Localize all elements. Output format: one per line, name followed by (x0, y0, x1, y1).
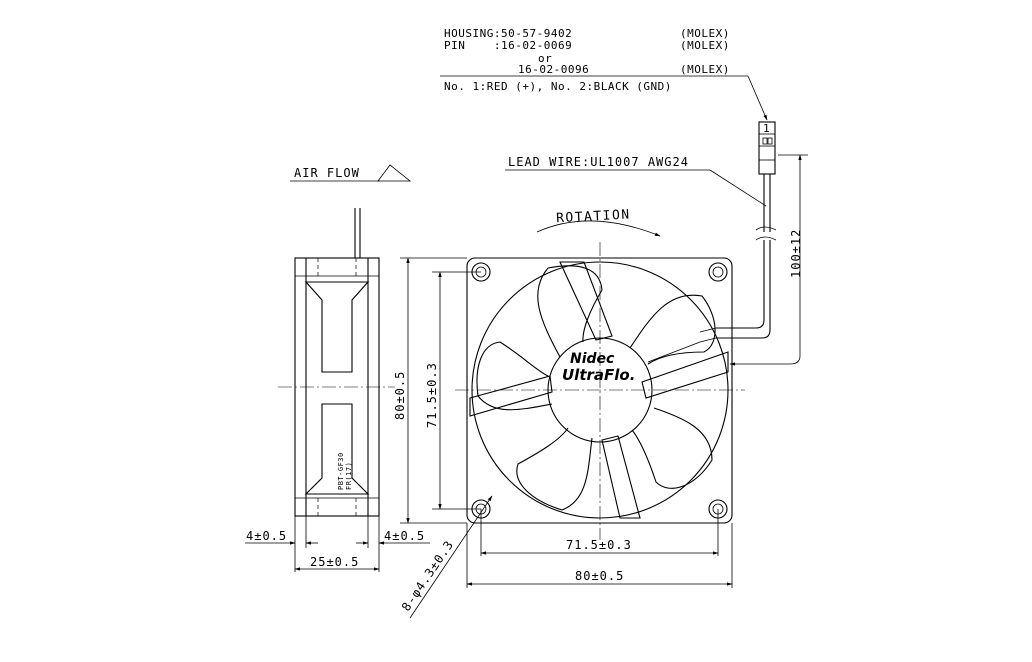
connector-housing (758, 121, 776, 175)
lead-wire-b (716, 174, 771, 339)
wire-break (755, 226, 777, 241)
pin-spec: PIN :16-02-0069 (444, 39, 572, 52)
logo-nidec: Nidec (570, 351, 615, 367)
lead-wire-leader (709, 169, 767, 207)
hole-callout: 8-φ4.3±0.3 (399, 538, 457, 614)
connector-leader (747, 75, 768, 121)
wiring-spec: No. 1:RED (+), No. 2:BLACK (GND) (444, 80, 672, 93)
pin-alt-spec: 16-02-0096 (518, 63, 589, 76)
housing-spec: HOUSING:50-57-9402 (444, 27, 572, 40)
material-label-1: PBT-GF30 (337, 452, 345, 490)
air-flow-arrow (377, 164, 412, 182)
width-outer-dim: 80±0.5 (575, 569, 624, 583)
connector-pin-number: 1 (763, 122, 770, 135)
height-holes-dim: 71.5±0.3 (425, 362, 439, 428)
height-outer-dim: 80±0.5 (393, 371, 407, 420)
frame-spokes (469, 261, 729, 519)
flange-right-dim: 4±0.5 (384, 529, 425, 543)
rotation-label: ROTATION (556, 207, 631, 226)
logo-ultraflo: UltraFlo. (562, 366, 635, 384)
pin-maker: (MOLEX) (680, 39, 730, 52)
or-text: or (538, 52, 552, 65)
fan-blades (476, 265, 716, 511)
housing-maker: (MOLEX) (680, 27, 730, 40)
depth-dim: 25±0.5 (310, 555, 359, 569)
air-flow-label: AIR FLOW (294, 166, 360, 180)
material-label-2: FR(17) (345, 462, 353, 490)
pin-alt-maker: (MOLEX) (680, 63, 730, 76)
connector-and-wire: 1 LEAD WIRE:UL1007 AWG24 100±12 (505, 121, 808, 366)
mounting-holes (471, 262, 728, 519)
width-holes-dim: 71.5±0.3 (566, 538, 632, 552)
flange-left-dim: 4±0.5 (246, 529, 287, 543)
lead-wire-a (716, 174, 765, 329)
lead-length-dim: 100±12 (789, 229, 803, 278)
connector-spec: HOUSING:50-57-9402 (MOLEX) PIN :16-02-00… (440, 27, 768, 121)
rotation-arrow (536, 220, 661, 237)
lead-wire-label: LEAD WIRE:UL1007 AWG24 (508, 155, 689, 169)
front-view: Nidec UltraFlo. ROTATION 80±0.5 71.5±0.3… (393, 207, 745, 619)
frame-outline (466, 257, 733, 524)
side-view: AIR FLOW PBT-GF30 FR(17) 4±0.5 4±0 (245, 164, 430, 572)
